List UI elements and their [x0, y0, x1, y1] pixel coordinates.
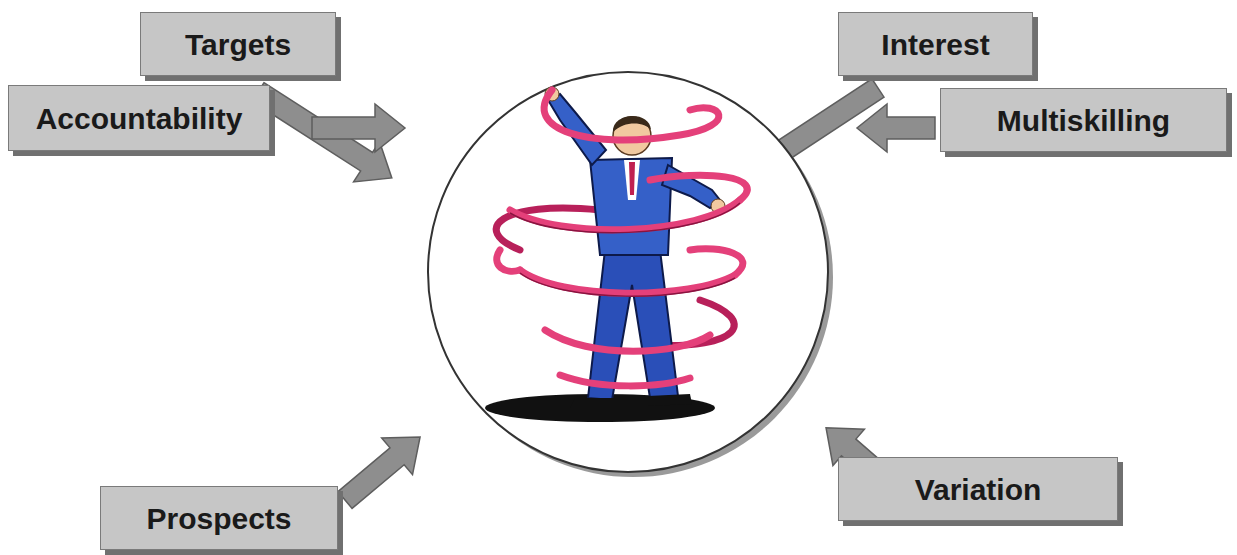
box-label: Multiskilling: [997, 104, 1170, 137]
block-arrow: [312, 104, 405, 152]
box-label: Targets: [185, 28, 291, 61]
label-box: Interest: [838, 12, 1033, 76]
box-label: Variation: [915, 473, 1042, 506]
box-label: Interest: [881, 28, 989, 61]
box-label: Accountability: [36, 102, 243, 135]
block-arrow: [330, 419, 436, 519]
label-box: Prospects: [100, 486, 338, 550]
box-label: Prospects: [146, 502, 291, 535]
ribbon-man: [485, 87, 747, 422]
block-arrows: [245, 68, 935, 518]
label-box: Targets: [140, 12, 336, 76]
label-box: Accountability: [8, 85, 270, 151]
label-box: Multiskilling: [940, 88, 1227, 152]
label-box: Variation: [838, 457, 1118, 521]
block-arrow: [857, 104, 935, 152]
circle-frame: [428, 72, 828, 472]
